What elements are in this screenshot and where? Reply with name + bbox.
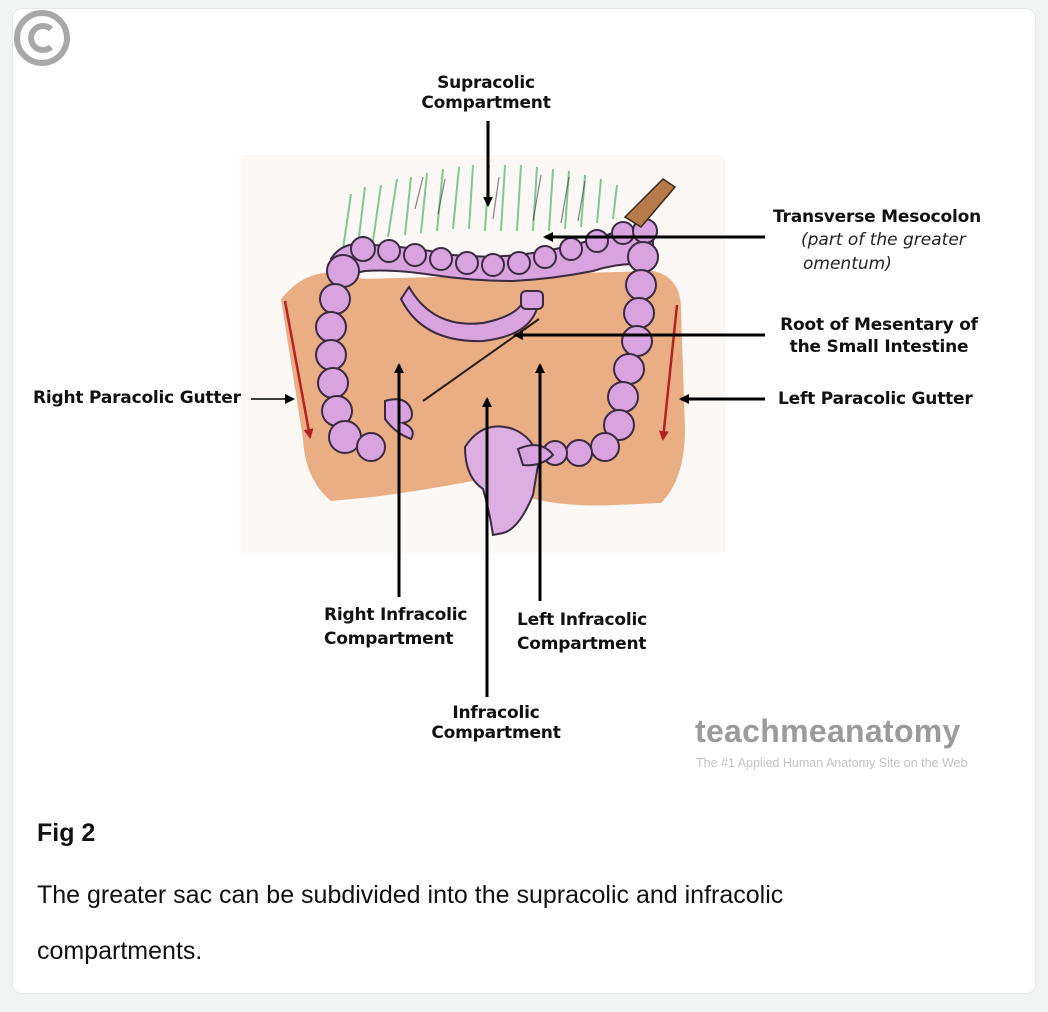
right-infracolic-line1: Right Infracolic — [324, 605, 468, 625]
supracolic-label: Supracolic Compartment — [411, 73, 561, 113]
left-infracolic-line1: Left Infracolic — [517, 610, 647, 630]
figure-caption: The greater sac can be subdivided into t… — [37, 881, 784, 965]
copyright-icon — [14, 10, 70, 66]
right-infracolic-label: Right Infracolic Compartment — [324, 605, 467, 649]
transverse-note-line2: omentum) — [803, 254, 892, 274]
diagram-drawing — [241, 121, 765, 697]
root-mesentery-label: Root of Mesentary of the Small Intestine — [769, 315, 989, 357]
supracolic-label-line2: Compartment — [421, 93, 551, 113]
watermark-name: teachmeanatomy — [695, 713, 961, 749]
transverse-note-line1: (part of the greater — [801, 230, 966, 250]
anatomy-diagram: Supracolic Compartment Transverse Mesoco… — [13, 9, 1037, 799]
figure-title: Fig 2 — [37, 819, 96, 847]
infracolic-label: Infracolic Compartment — [421, 703, 571, 743]
stump — [623, 178, 677, 228]
ascending-colon — [315, 254, 386, 462]
left-paracolic-flow-arrow — [658, 304, 679, 441]
figure-card: Supracolic Compartment Transverse Mesoco… — [12, 8, 1036, 994]
root-mesentery-line2: the Small Intestine — [789, 337, 969, 357]
left-infracolic-label: Left Infracolic Compartment — [517, 610, 647, 654]
supracolic-label-line1: Supracolic — [437, 73, 535, 93]
right-infracolic-line2: Compartment — [324, 629, 454, 649]
root-mesentery-line1: Root of Mesentary of — [780, 315, 978, 335]
infracolic-line2: Compartment — [431, 723, 561, 743]
left-paracolic-label: Left Paracolic Gutter — [778, 389, 973, 409]
infracolic-line1: Infracolic — [452, 703, 540, 723]
right-paracolic-flow-arrow — [283, 300, 314, 439]
greater-omentum — [342, 164, 618, 250]
right-paracolic-label: Right Paracolic Gutter — [33, 388, 241, 408]
left-infracolic-line2: Compartment — [517, 634, 647, 654]
watermark-tagline: The #1 Applied Human Anatomy Site on the… — [696, 756, 968, 770]
transverse-mesocolon-label: Transverse Mesocolon — [773, 207, 981, 227]
